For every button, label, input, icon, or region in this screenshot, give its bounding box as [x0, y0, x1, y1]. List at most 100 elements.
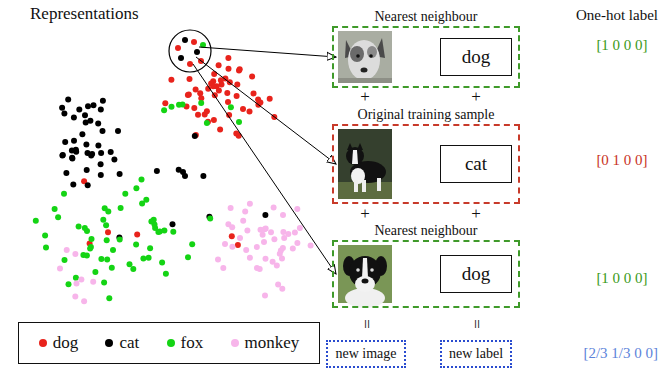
legend-swatch [231, 339, 239, 347]
data-point [200, 173, 206, 179]
data-point [115, 128, 121, 134]
data-point [185, 254, 191, 260]
frame-heading: Original training sample [334, 107, 518, 123]
legend-text: fox [181, 334, 204, 353]
data-point [82, 225, 88, 231]
data-point [147, 245, 153, 251]
data-point [308, 242, 314, 248]
data-point [191, 105, 197, 111]
data-point [280, 212, 286, 218]
data-point [72, 293, 78, 299]
data-point [236, 119, 242, 125]
data-point [169, 104, 175, 110]
data-point [163, 271, 169, 277]
data-point [292, 230, 298, 236]
legend-item: monkey [231, 334, 300, 353]
panel-title: Representations [30, 5, 139, 22]
data-point [186, 92, 192, 98]
data-point [216, 62, 222, 68]
plus-sign: + [360, 88, 370, 105]
data-point [262, 293, 268, 299]
data-point [105, 229, 111, 235]
data-point [98, 161, 104, 167]
data-point [98, 150, 104, 156]
leader-arrow [199, 47, 336, 57]
output-box: new image [326, 340, 406, 368]
data-point [61, 191, 67, 197]
data-point [226, 66, 232, 72]
dog-photo [338, 245, 392, 308]
data-point [154, 168, 160, 174]
data-point [161, 227, 167, 233]
data-point [189, 241, 195, 247]
legend-box: dogcatfoxmonkey [18, 322, 320, 364]
data-point [62, 139, 68, 145]
data-point [224, 90, 230, 96]
data-point [267, 96, 273, 102]
data-point [61, 110, 67, 116]
data-point [204, 108, 210, 114]
data-point [168, 77, 174, 83]
data-point [225, 221, 231, 227]
data-point [198, 100, 204, 106]
data-point [117, 171, 123, 177]
legend-swatch [105, 339, 113, 347]
frame-heading: Nearest neighbour [334, 9, 518, 25]
data-point [71, 115, 77, 121]
data-point [229, 244, 235, 250]
label-vector: [0 1 0 0] [596, 153, 647, 168]
data-point [66, 281, 72, 287]
data-point [249, 74, 255, 80]
box-text: new label [449, 346, 503, 362]
plus-sign: + [360, 205, 370, 222]
dog-photo [338, 31, 392, 83]
data-point [139, 176, 145, 182]
leader-arrow [196, 57, 336, 164]
data-point [134, 232, 140, 238]
data-point [117, 237, 123, 243]
data-point [176, 167, 182, 173]
data-point [92, 269, 98, 275]
data-point [191, 39, 197, 45]
box-text: new image [335, 346, 396, 362]
data-point [133, 185, 139, 191]
plus-sign: + [471, 88, 481, 105]
data-point [73, 275, 79, 281]
data-point [220, 265, 226, 271]
box-text: dog [462, 46, 491, 68]
legend-text: cat [119, 334, 139, 353]
data-point [111, 157, 117, 163]
data-point [247, 201, 253, 207]
training-sample-frame: Original training samplecat [332, 124, 520, 204]
data-point [69, 155, 75, 161]
data-point [159, 260, 165, 266]
label-vector: [2/3 1/3 0 0] [583, 346, 658, 361]
data-point [64, 247, 70, 253]
data-point [83, 142, 89, 148]
legend-item: cat [105, 334, 139, 353]
data-point [216, 88, 222, 94]
data-point [207, 216, 213, 222]
data-point [268, 229, 274, 235]
legend-swatch [167, 339, 175, 347]
data-point [100, 98, 106, 104]
data-point [261, 239, 267, 245]
equals-sign: = [358, 319, 375, 329]
data-point [76, 107, 82, 113]
data-point [91, 102, 97, 108]
data-point [76, 224, 82, 230]
data-point [187, 76, 193, 82]
data-point [178, 55, 184, 61]
data-point [161, 107, 167, 113]
data-point [225, 55, 231, 61]
data-point [244, 227, 250, 233]
data-point [271, 205, 277, 211]
data-point [98, 106, 104, 112]
data-point [182, 37, 188, 43]
data-point [243, 247, 249, 253]
leader-arrow [193, 64, 336, 274]
data-point [170, 229, 176, 235]
neighbour-frame: Nearest neighbourdog [332, 26, 520, 88]
box-text: cat [465, 153, 487, 175]
data-point [90, 279, 96, 285]
